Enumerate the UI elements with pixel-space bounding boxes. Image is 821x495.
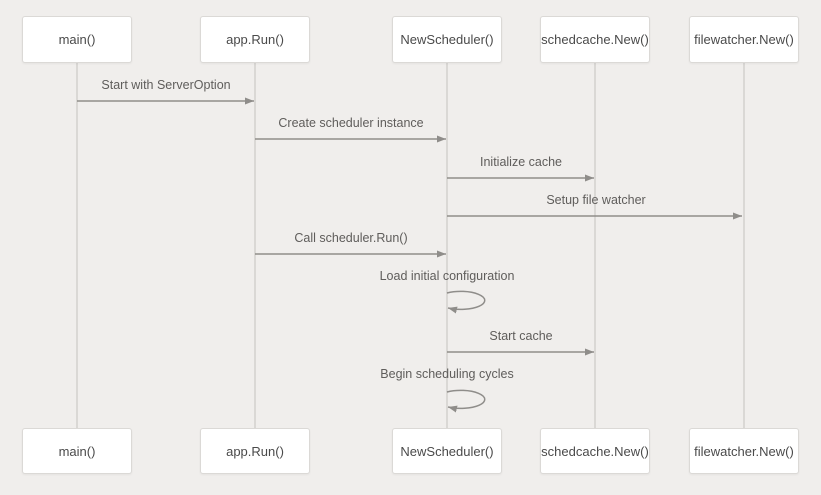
participant-top-app-run: app.Run()	[200, 16, 310, 63]
participant-top-filewatcher-new: filewatcher.New()	[689, 16, 799, 63]
message-label-load-initial-configuration: Load initial configuration	[379, 269, 515, 283]
message-label-begin-scheduling-cycles: Begin scheduling cycles	[380, 367, 514, 381]
participant-bottom-new-scheduler: NewScheduler()	[392, 428, 502, 474]
message-label-call-scheduler-run: Call scheduler.Run()	[294, 231, 408, 245]
message-label-start-with-serveroption: Start with ServerOption	[101, 78, 231, 92]
participant-bottom-main: main()	[22, 428, 132, 474]
message-label-start-cache: Start cache	[489, 329, 553, 343]
participant-bottom-schedcache-new: schedcache.New()	[540, 428, 650, 474]
participant-bottom-app-run: app.Run()	[200, 428, 310, 474]
self-loop-load-initial-configuration	[446, 290, 486, 314]
message-label-initialize-cache: Initialize cache	[480, 155, 562, 169]
message-label-setup-file-watcher: Setup file watcher	[546, 193, 646, 207]
message-label-create-scheduler-instance: Create scheduler instance	[278, 116, 424, 130]
participant-top-main: main()	[22, 16, 132, 63]
participant-top-new-scheduler: NewScheduler()	[392, 16, 502, 63]
self-loop-begin-scheduling-cycles	[446, 389, 486, 413]
participant-top-schedcache-new: schedcache.New()	[540, 16, 650, 63]
participant-bottom-filewatcher-new: filewatcher.New()	[689, 428, 799, 474]
